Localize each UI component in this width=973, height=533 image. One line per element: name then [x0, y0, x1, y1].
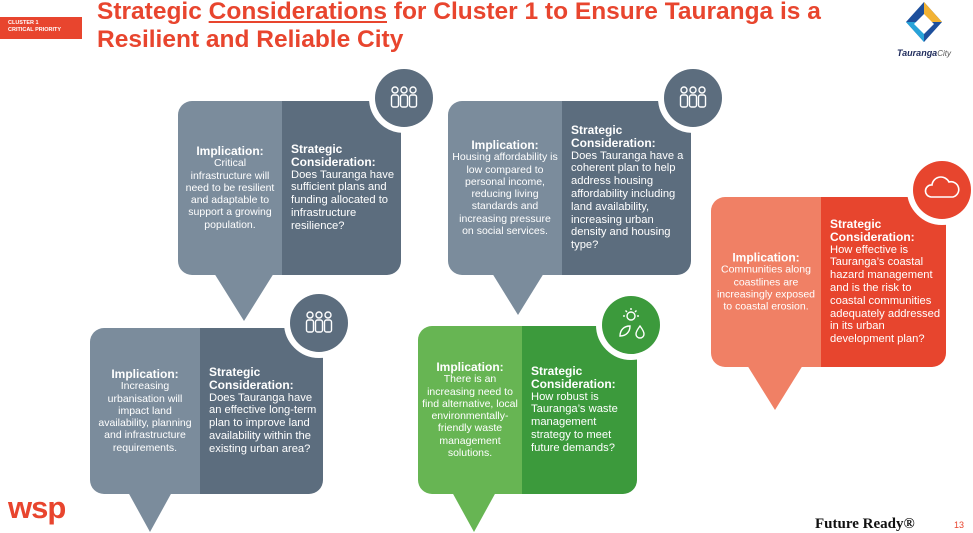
badge-line-1: CLUSTER 1 [8, 20, 39, 26]
consideration-text: Does Tauranga have an effective long-ter… [209, 391, 317, 455]
environment-icon [619, 308, 645, 339]
consideration-card-coastal: Implication:Communities along coastlines… [711, 155, 973, 410]
title-part-1: Strategic [97, 0, 209, 25]
speech-tail [492, 273, 544, 315]
badge-line-2: CRITICAL PRIORITY [8, 27, 62, 33]
icon-bubble [284, 288, 354, 358]
implication-text: Housing affordability is low compared to… [452, 151, 558, 237]
icon-bubble [658, 63, 728, 133]
implication-text: Critical infrastructure will need to be … [185, 157, 275, 231]
icon-bubble [369, 63, 439, 133]
implication-panel: Implication:Increasing urbanisation will… [90, 328, 200, 494]
implication-panel: Implication:There is an increasing need … [418, 326, 522, 494]
speech-tail [214, 273, 274, 321]
implication-heading: Implication: [111, 366, 179, 381]
consideration-text: Does Tauranga have a coherent plan to he… [571, 149, 684, 252]
consideration-text: How robust is Tauranga’s waste managemen… [531, 390, 618, 454]
people-group-icon [305, 311, 333, 333]
speech-tail [128, 492, 172, 532]
implication-panel: Implication:Housing affordability is low… [448, 101, 562, 275]
speech-tail [452, 492, 496, 532]
speech-tail [747, 365, 803, 410]
consideration-heading: Strategic Consideration: [291, 142, 376, 170]
wsp-logo: wsp [8, 490, 66, 525]
consideration-heading: Strategic Consideration: [571, 123, 656, 150]
consideration-card-infrastructure: Implication:Critical infrastructure will… [178, 63, 439, 321]
implication-text: Increasing urbanisation will impact land… [98, 380, 192, 454]
consideration-card-urbanisation: Implication:Increasing urbanisation will… [90, 288, 354, 532]
people-group-icon [679, 86, 707, 108]
tauranga-logo-icon [906, 2, 942, 42]
implication-heading: Implication: [732, 250, 800, 265]
logo-wordmark: TaurangaCity [897, 48, 951, 58]
cloud-icon [924, 176, 960, 198]
implication-heading: Implication: [196, 143, 264, 158]
consideration-panel: Strategic Consideration:How effective is… [821, 197, 946, 367]
tauranga-city-logo: TaurangaCity [884, 0, 964, 62]
icon-bubble [907, 155, 973, 225]
future-ready-brand: Future Ready® [815, 516, 915, 532]
consideration-card-housing: Implication:Housing affordability is low… [448, 63, 728, 315]
consideration-heading: Strategic Consideration: [209, 365, 294, 393]
implication-heading: Implication: [436, 359, 504, 374]
consideration-panel: Strategic Consideration:Does Tauranga ha… [282, 101, 401, 275]
implication-panel: Implication:Critical infrastructure will… [178, 101, 282, 275]
consideration-text: How effective is Tauranga’s coastal haza… [830, 243, 941, 346]
people-group-icon [390, 86, 418, 108]
consideration-panel: Strategic Consideration:Does Tauranga ha… [200, 328, 323, 494]
consideration-text: Does Tauranga have sufficient plans and … [291, 168, 395, 232]
page-number: 13 [954, 520, 965, 530]
implication-heading: Implication: [471, 137, 539, 152]
cluster-badge: CLUSTER 1 CRITICAL PRIORITY [0, 17, 82, 39]
title-underlined: Considerations [208, 0, 387, 25]
implication-text: There is an increasing need to find alte… [422, 373, 518, 459]
implication-text: Communities along coastlines are increas… [716, 263, 816, 313]
title-part-2: for Cluster 1 to Ensure Tauranga is a Re… [97, 0, 821, 53]
consideration-panel: Strategic Consideration:Does Tauranga ha… [562, 101, 691, 275]
consideration-card-waste: Implication:There is an increasing need … [418, 290, 666, 532]
consideration-heading: Strategic Consideration: [830, 217, 915, 244]
implication-panel: Implication:Communities along coastlines… [711, 197, 821, 367]
consideration-heading: Strategic Consideration: [531, 364, 616, 392]
page-title: Strategic Considerations for Cluster 1 t… [97, 0, 887, 54]
icon-bubble [596, 290, 666, 360]
